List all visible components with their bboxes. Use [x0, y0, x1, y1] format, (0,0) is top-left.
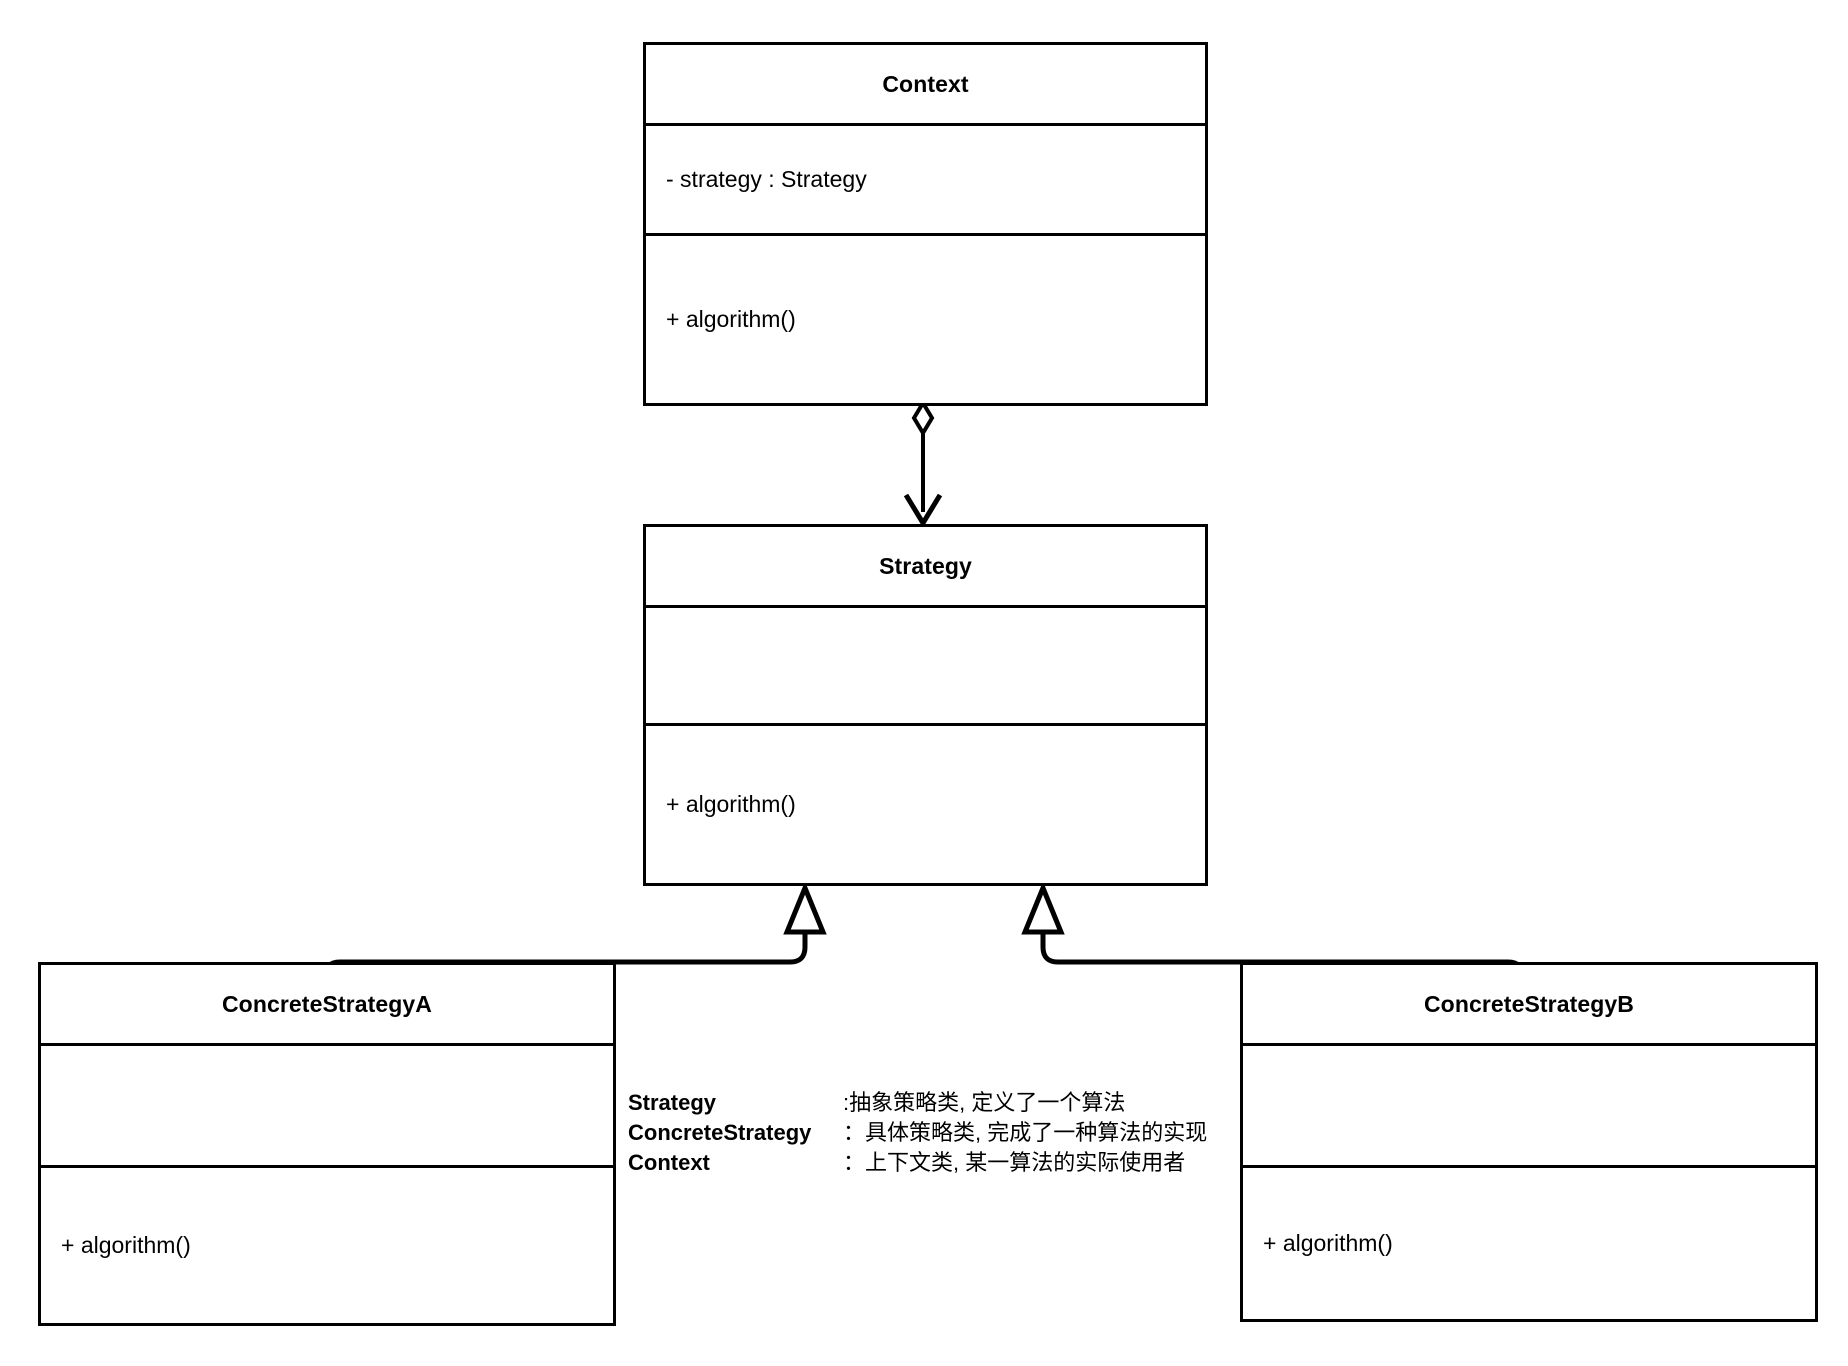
- legend-description: ：上下文类, 某一算法的实际使用者: [843, 1150, 1186, 1175]
- methods-compartment-strategy: + algorithm(): [646, 723, 1205, 883]
- class-name-concrete-strategy-a: ConcreteStrategyA: [221, 990, 433, 1017]
- legend-term: Context: [628, 1150, 710, 1175]
- method-algorithm: + algorithm(): [666, 306, 796, 332]
- legend-term: Strategy: [628, 1090, 717, 1115]
- legend-term: ConcreteStrategy: [628, 1120, 812, 1145]
- legend: Strategy :抽象策略类, 定义了一个算法 ConcreteStrateg…: [628, 1088, 1207, 1178]
- class-name-strategy: Strategy: [879, 552, 972, 579]
- class-name-concrete-strategy-b: ConcreteStrategyB: [1423, 990, 1635, 1017]
- hollow-triangle-icon: [1021, 881, 1065, 935]
- uml-class-context[interactable]: Context - strategy : Strategy + algorith…: [643, 42, 1208, 406]
- class-name-context: Context: [882, 70, 969, 97]
- methods-compartment-concrete-strategy-a: + algorithm(): [41, 1165, 613, 1323]
- attribute-strategy: - strategy : Strategy: [666, 166, 867, 192]
- methods-compartment-context: + algorithm(): [646, 233, 1205, 403]
- attributes-compartment-strategy: [646, 605, 1205, 723]
- uml-class-strategy[interactable]: Strategy + algorithm(): [643, 524, 1208, 886]
- legend-row: Strategy :抽象策略类, 定义了一个算法: [628, 1088, 1207, 1118]
- open-arrowhead-icon: [903, 493, 943, 528]
- uml-class-concrete-strategy-a[interactable]: ConcreteStrategyA + algorithm(): [38, 962, 616, 1326]
- method-algorithm: + algorithm(): [1263, 1230, 1393, 1256]
- hollow-triangle-icon: [783, 881, 827, 935]
- legend-row: ConcreteStrategy ：具体策略类, 完成了一种算法的实现: [628, 1118, 1207, 1148]
- uml-class-concrete-strategy-b[interactable]: ConcreteStrategyB + algorithm(): [1240, 962, 1818, 1322]
- hollow-diamond-icon: [911, 399, 935, 437]
- legend-description: ：具体策略类, 完成了一种算法的实现: [843, 1120, 1208, 1145]
- aggregation-context-strategy: [903, 399, 943, 528]
- method-algorithm: + algorithm(): [61, 1232, 191, 1258]
- attributes-compartment-concrete-strategy-b: [1243, 1043, 1815, 1165]
- legend-description: :抽象策略类, 定义了一个算法: [843, 1090, 1126, 1115]
- attributes-compartment-concrete-strategy-a: [41, 1043, 613, 1165]
- attributes-compartment-context: - strategy : Strategy: [646, 123, 1205, 233]
- methods-compartment-concrete-strategy-b: + algorithm(): [1243, 1165, 1815, 1319]
- legend-row: Context ：上下文类, 某一算法的实际使用者: [628, 1148, 1207, 1178]
- method-algorithm: + algorithm(): [666, 791, 796, 817]
